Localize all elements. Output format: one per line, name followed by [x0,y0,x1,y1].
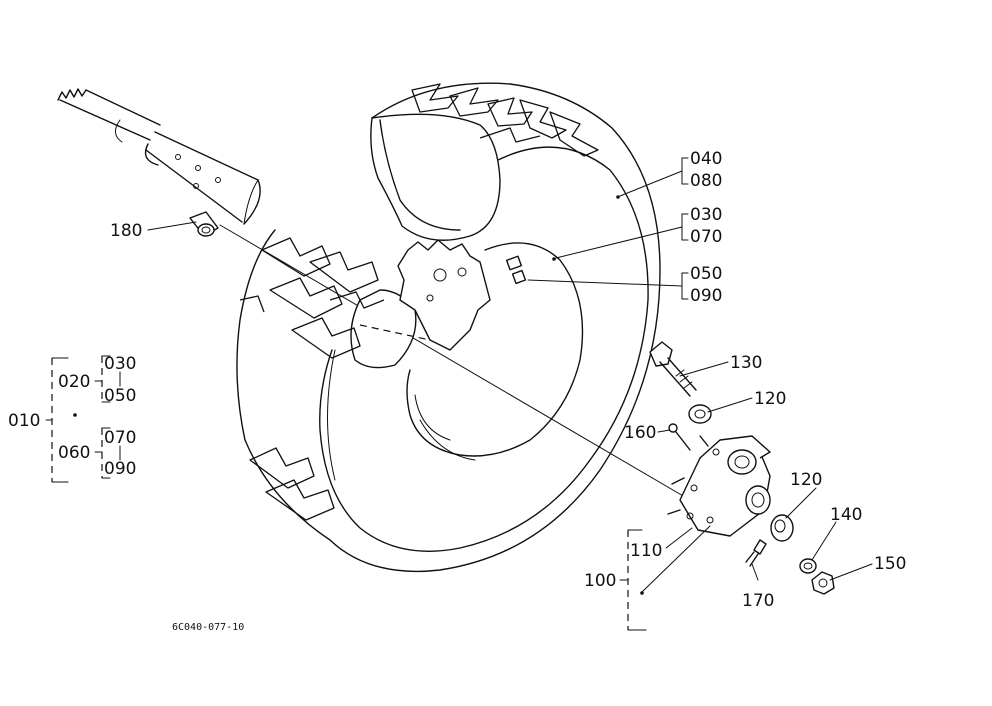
figure-code: 6C040-077-10 [172,622,244,633]
washer-140 [799,558,817,574]
label-090: 090 [690,286,722,306]
label-tree-090: 090 [104,459,136,479]
part-labels: 040 080 030 070 050 090 180 130 120 160 … [8,149,906,633]
label-010: 010 [8,411,40,431]
label-040: 040 [690,149,722,169]
bearing-120-lower [770,514,794,542]
center-line [219,224,691,501]
label-080: 080 [690,171,722,191]
label-160: 160 [624,423,656,443]
label-120-upper: 120 [754,389,786,409]
valve-stem [505,255,527,285]
hub-assembly [667,435,771,537]
axle-shaft [57,88,261,225]
tire-tread-top [411,83,599,157]
assembly-tree [45,355,121,483]
label-180: 180 [110,221,142,241]
label-140: 140 [830,505,862,525]
label-150: 150 [874,554,906,574]
label-tree-030: 030 [104,354,136,374]
label-tree-050: 050 [104,386,136,406]
cotter-pin-170 [745,539,767,567]
label-tree-070: 070 [104,428,136,448]
label-020: 020 [58,372,90,392]
leader-lines [147,157,873,631]
label-070: 070 [690,227,722,247]
label-030: 030 [690,205,722,225]
bearing-120-upper [688,404,712,424]
grease-fitting-160 [668,423,691,451]
label-170: 170 [742,591,774,611]
label-130: 130 [730,353,762,373]
tire-tread-left [239,237,385,521]
bolt-130 [649,341,697,397]
label-050: 050 [690,264,722,284]
tire [236,82,661,573]
nut-150 [811,571,835,595]
label-110: 110 [630,541,662,561]
spacer-180 [189,211,219,237]
label-060: 060 [58,443,90,463]
label-120-lower: 120 [790,470,822,490]
label-100: 100 [584,571,616,591]
